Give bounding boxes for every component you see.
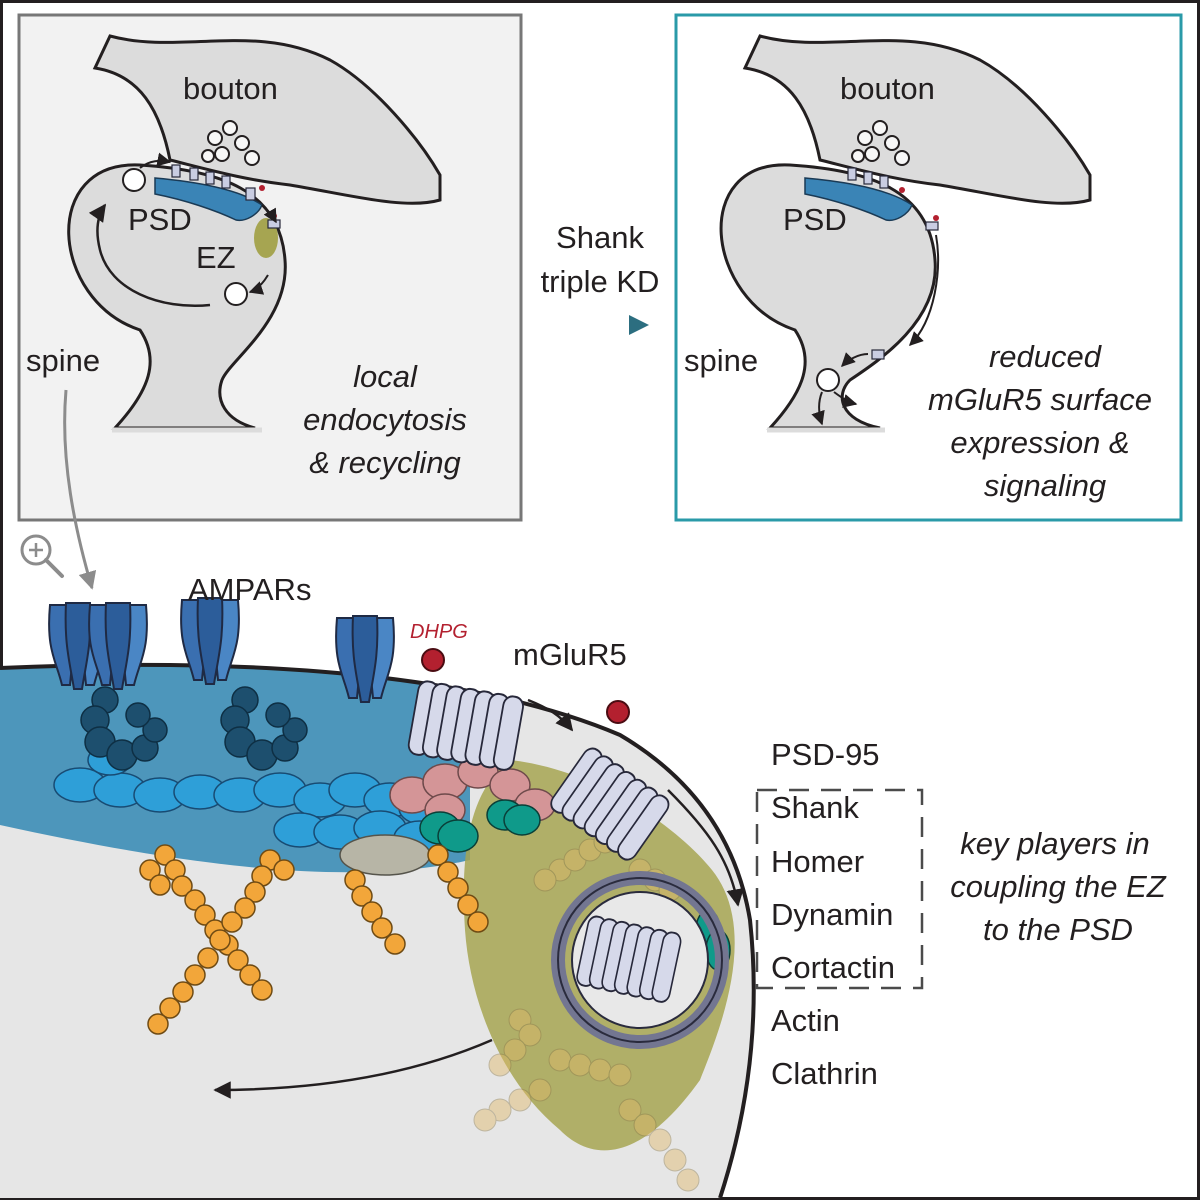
control-panel: bouton PSD EZ spine local endocytosis & … xyxy=(17,13,523,522)
kd-caption-line-3: expression & xyxy=(950,425,1129,460)
endosome-kd xyxy=(816,368,840,392)
label-bouton: bouton xyxy=(183,71,278,106)
zoom-link xyxy=(20,389,97,590)
key-players-line-1: key players in xyxy=(960,826,1150,861)
key-players-line-3: to the PSD xyxy=(983,912,1133,947)
bouton-shape-kd xyxy=(742,34,1092,205)
kd-caption-line-4: signaling xyxy=(984,468,1106,503)
legend: PSD-95 Shank Homer Dynamin Cortactin Act… xyxy=(755,737,1167,1091)
label-bouton-kd: bouton xyxy=(840,71,935,106)
small-receptors xyxy=(171,164,281,229)
legend-homer: Homer xyxy=(771,844,864,879)
actin-filaments xyxy=(139,844,489,1035)
treatment-line-2: triple KD xyxy=(541,264,660,299)
legend-clathrin: Clathrin xyxy=(771,1056,878,1091)
label-dhpg: DHPG xyxy=(410,621,468,643)
legend-dynamin: Dynamin xyxy=(771,897,893,932)
endosome xyxy=(224,282,248,306)
endosome xyxy=(122,168,146,192)
label-psd-kd: PSD xyxy=(783,202,847,237)
label-ampars: AMPARs xyxy=(188,572,311,607)
psd-zone-kd xyxy=(804,177,913,222)
synaptic-vesicles-kd xyxy=(851,120,910,166)
control-caption-line-2: endocytosis xyxy=(303,402,467,437)
bouton-shape xyxy=(92,34,442,205)
key-players-line-2: coupling the EZ xyxy=(950,869,1166,904)
knockdown-panel: bouton PSD spine reduced mGluR5 surface … xyxy=(674,13,1183,522)
legend-dashed-box xyxy=(755,788,924,990)
kd-caption-line-1: reduced xyxy=(989,339,1103,374)
spine-membrane xyxy=(0,662,756,1199)
dhpg-ligand xyxy=(421,648,445,672)
cortactin-blob xyxy=(339,834,431,876)
dhpg-ligand-bound xyxy=(606,700,630,724)
clathrin-coated-pit xyxy=(551,871,729,1049)
control-caption-line-1: local xyxy=(353,359,418,394)
zoomed-synapse: AMPARs DHPG mGluR5 xyxy=(0,572,756,1199)
spine-shape xyxy=(67,163,287,430)
treatment-line-1: Shank xyxy=(556,220,644,255)
treatment-arrow: Shank triple KD xyxy=(535,220,660,335)
psd-zone xyxy=(154,177,263,222)
legend-shank: Shank xyxy=(771,790,859,825)
label-spine: spine xyxy=(26,343,100,378)
control-caption-line-3: & recycling xyxy=(309,445,461,480)
label-spine-kd: spine xyxy=(684,343,758,378)
synaptic-vesicles xyxy=(201,120,260,166)
actin-faded xyxy=(473,824,700,1192)
label-psd: PSD xyxy=(128,202,192,237)
kd-caption-line-2: mGluR5 surface xyxy=(928,382,1152,417)
label-ez: EZ xyxy=(196,240,236,275)
legend-actin: Actin xyxy=(771,1003,840,1038)
legend-psd95: PSD-95 xyxy=(771,737,880,772)
label-mglur5: mGluR5 xyxy=(513,637,627,672)
psd95-cluster xyxy=(80,686,308,771)
legend-cortactin: Cortactin xyxy=(771,950,895,985)
